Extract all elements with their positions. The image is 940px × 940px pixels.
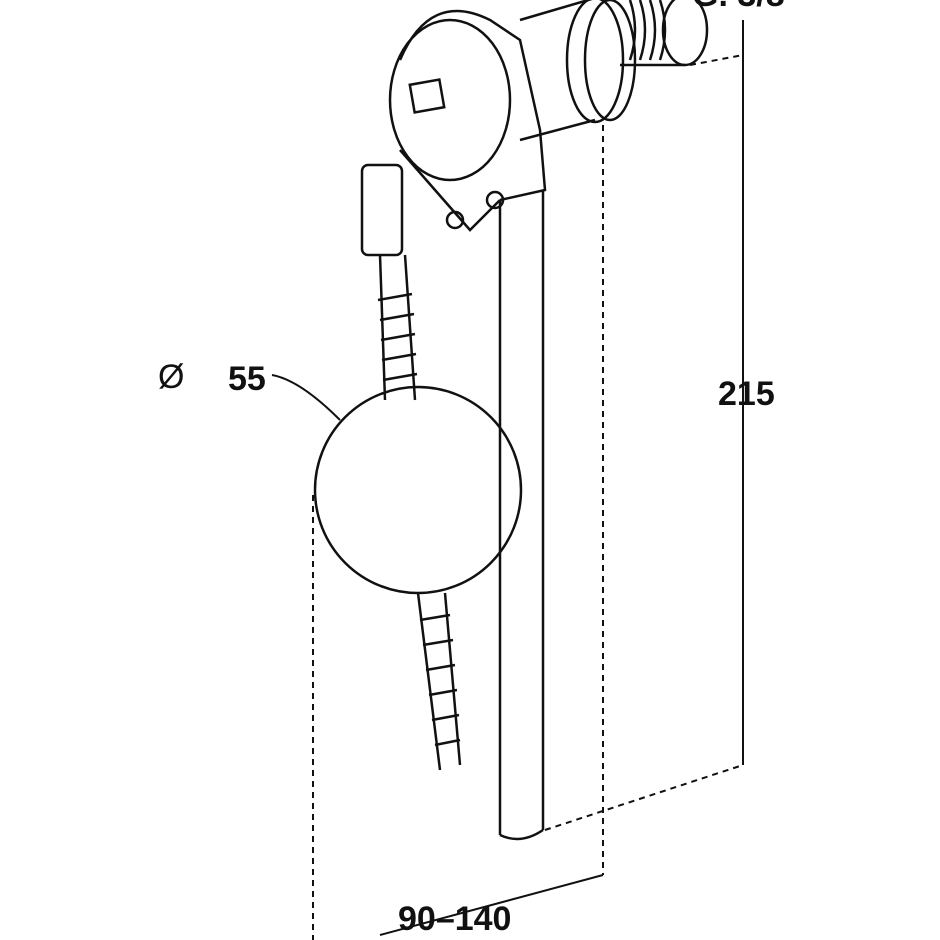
height-label: 215 (718, 375, 775, 413)
float-arm (360, 163, 418, 401)
dimension-lines (271, 20, 744, 940)
threaded-inlet (519, 0, 709, 142)
riser-pipe (498, 190, 545, 841)
lower-screw (416, 592, 462, 771)
diameter-symbol: Ø (158, 358, 185, 396)
ball-diameter-label: 55 (228, 360, 266, 398)
valve-body (388, 9, 547, 232)
thread-size-label: G. 3/8 (692, 0, 785, 12)
arm-range-label: 90–140 (398, 900, 512, 938)
float-ball (313, 385, 523, 595)
